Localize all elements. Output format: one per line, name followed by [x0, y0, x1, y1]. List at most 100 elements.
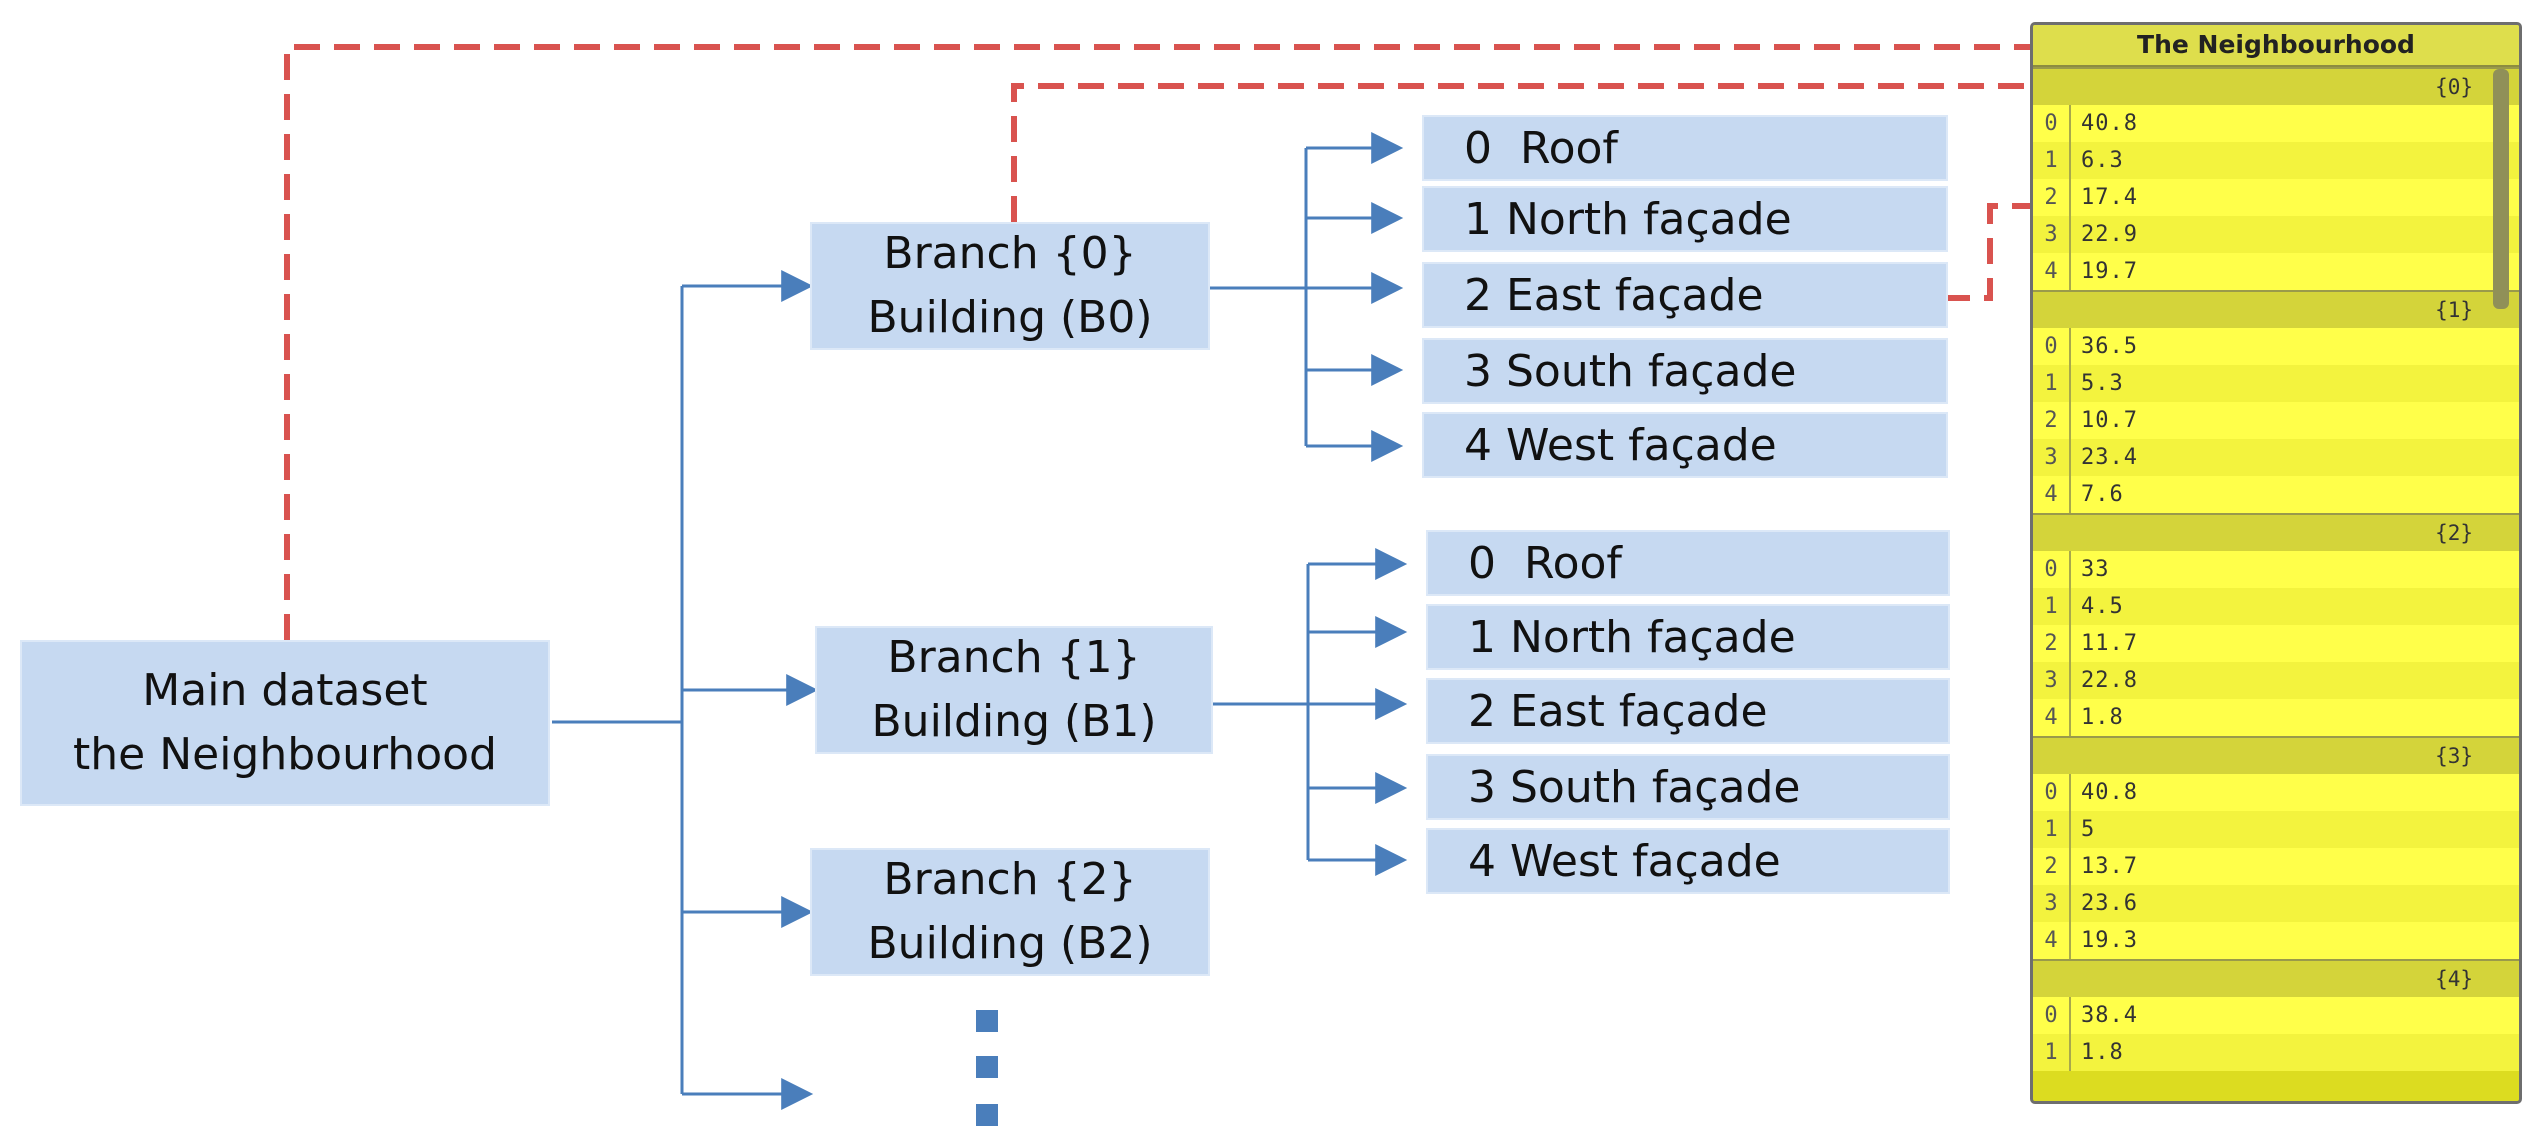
b0-surface-west-facade: 4 West façade	[1422, 412, 1948, 478]
b1-surface-north-facade: 1 North façade	[1426, 604, 1950, 670]
dashed-link-main-to-panel	[284, 44, 2056, 640]
branch-2-name: Building (B2)	[867, 918, 1153, 969]
panel-row-value: 1.8	[2081, 1040, 2124, 1065]
panel-row-value: 23.4	[2081, 445, 2138, 470]
panel-branch-header: {0}	[2033, 67, 2519, 105]
panel-scrollbar[interactable]	[2493, 69, 2509, 309]
panel-branch-header: {3}	[2033, 736, 2519, 774]
panel-branch-header: {2}	[2033, 513, 2519, 551]
b1-surface-east-facade: 2 East façade	[1426, 678, 1950, 744]
panel-row-value: 33	[2081, 557, 2110, 582]
continuation-dot	[976, 1056, 998, 1078]
panel-row-value: 11.7	[2081, 631, 2138, 656]
panel-row-value: 1.8	[2081, 705, 2124, 730]
panel-row-index: 1	[2033, 1034, 2071, 1071]
b0-surface-south-facade: 3 South façade	[1422, 338, 1948, 404]
panel-row-value: 19.7	[2081, 259, 2138, 284]
main-dataset-box: Main dataset the Neighbourhood	[20, 640, 550, 806]
panel-row-index: 3	[2033, 662, 2071, 699]
continuation-dot	[976, 1010, 998, 1032]
branch-1-name: Building (B1)	[871, 696, 1157, 747]
b0-surface-east-facade: 2 East façade	[1422, 262, 1948, 328]
branch-1-box: Branch {1} Building (B1)	[815, 626, 1213, 754]
branch-0-name: Building (B0)	[867, 292, 1153, 343]
panel-row-value: 22.8	[2081, 668, 2138, 693]
main-dataset-line1: Main dataset	[142, 665, 428, 717]
dashed-link-branch-0-to-panel	[1011, 83, 2398, 222]
panel-row-value: 13.7	[2081, 854, 2138, 879]
panel-title: The Neighbourhood	[2033, 25, 2519, 67]
branch-2-path: Branch {2}	[883, 854, 1137, 906]
trunk-connectors	[552, 270, 819, 1110]
panel-row-value: 17.4	[2081, 185, 2138, 210]
panel-row-index: 1	[2033, 588, 2071, 625]
panel-row-index: 1	[2033, 811, 2071, 848]
panel-branch-header: {4}	[2033, 959, 2519, 997]
main-dataset-line2: the Neighbourhood	[73, 729, 497, 780]
panel-row-value: 40.8	[2081, 111, 2138, 136]
continuation-dot	[976, 1104, 998, 1126]
b1-surface-west-facade: 4 West façade	[1426, 828, 1950, 894]
panel-row-index: 3	[2033, 439, 2071, 476]
panel-row-index: 1	[2033, 365, 2071, 402]
panel-row-value: 5.3	[2081, 371, 2124, 396]
branch-0-connectors	[1208, 132, 1404, 462]
panel-row-value: 19.3	[2081, 928, 2138, 953]
panel-row-value: 7.6	[2081, 482, 2124, 507]
panel-row-index: 1	[2033, 142, 2071, 179]
panel-row-index: 0	[2033, 328, 2071, 365]
panel-row-value: 38.4	[2081, 1003, 2138, 1028]
b1-surface-south-facade: 3 South façade	[1426, 754, 1950, 820]
b1-surface-roof: 0 Roof	[1426, 530, 1950, 596]
branch-0-path: Branch {0}	[883, 228, 1137, 280]
panel-row-value: 5	[2081, 817, 2096, 842]
branch-2-box: Branch {2} Building (B2)	[810, 848, 1210, 976]
panel-row-index: 4	[2033, 476, 2071, 513]
panel-row-index: 4	[2033, 253, 2071, 290]
panel-row-index: 3	[2033, 216, 2071, 253]
panel-row-value: 6.3	[2081, 148, 2124, 173]
panel-row-index: 4	[2033, 922, 2071, 959]
panel-branch-header: {1}	[2033, 290, 2519, 328]
panel-row-index: 2	[2033, 848, 2071, 885]
branch-1-connectors	[1212, 548, 1408, 876]
panel-row-value: 10.7	[2081, 408, 2138, 433]
panel-row-index: 4	[2033, 699, 2071, 736]
panel-row-value: 22.9	[2081, 222, 2138, 247]
panel-row-value: 4.5	[2081, 594, 2124, 619]
panel-row-index: 2	[2033, 625, 2071, 662]
panel-row-value: 36.5	[2081, 334, 2138, 359]
panel-row-index: 2	[2033, 179, 2071, 216]
panel-row-index: 0	[2033, 997, 2071, 1034]
panel-row-value: 40.8	[2081, 780, 2138, 805]
panel-row-index: 3	[2033, 885, 2071, 922]
panel-row-index: 0	[2033, 551, 2071, 588]
panel-row: 0 33	[2033, 551, 2519, 588]
branch-1-path: Branch {1}	[887, 632, 1141, 684]
branch-0-box: Branch {0} Building (B0)	[810, 222, 1210, 350]
panel-row-index: 0	[2033, 105, 2071, 142]
